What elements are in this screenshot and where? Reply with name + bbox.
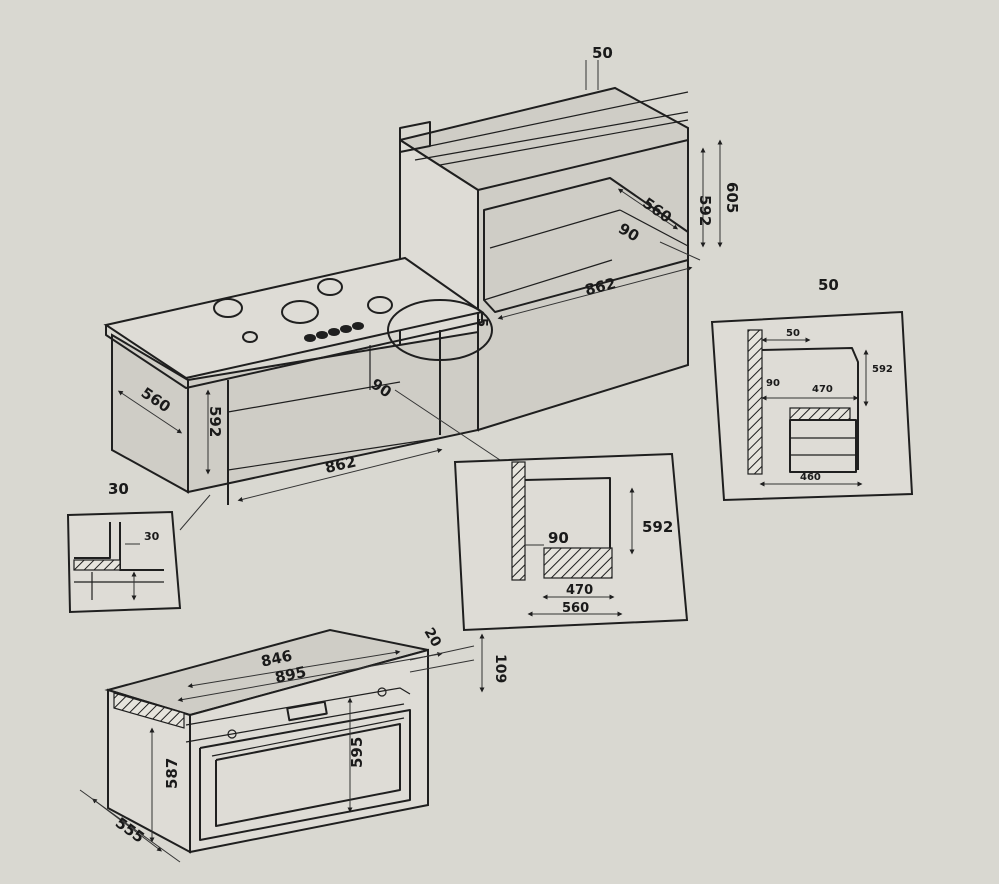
detail-center-height: 592 <box>642 518 673 536</box>
detail-right-base-depth: 460 <box>800 472 821 483</box>
detail-center-vent: 90 <box>548 529 569 547</box>
detail-center-oven-depth: 470 <box>566 583 593 598</box>
oven-body-height: 587 <box>163 758 181 789</box>
detail-right-oven-depth: 470 <box>812 384 833 395</box>
detail-center: 592 90 470 560 <box>453 452 689 632</box>
detail-right-height: 592 <box>872 364 893 375</box>
oven-cavity-height: 595 <box>348 737 366 768</box>
tall-top-gap: 50 <box>592 44 613 62</box>
base-cabinet <box>103 256 501 531</box>
tall-side-callout: 50 <box>818 276 839 294</box>
detail-right: 50 592 90 470 460 <box>710 310 914 502</box>
tall-height-inner: 592 <box>696 195 714 226</box>
oven-unit <box>79 628 485 863</box>
tall-height-outer: 605 <box>723 182 741 213</box>
detail-center-cabinet-depth: 560 <box>562 601 589 616</box>
side-gap-callout: 30 <box>108 480 129 498</box>
oven-panel-depth: 20 <box>421 625 445 650</box>
oven-panel-height: 109 <box>492 654 508 683</box>
hob-clearance: 5 <box>474 318 489 327</box>
detail-right-gap: 50 <box>786 328 800 339</box>
base-height: 592 <box>206 406 224 437</box>
detail-right-vent: 90 <box>766 378 780 389</box>
detail-left-gap: 30 <box>144 530 160 543</box>
detail-left: 30 <box>66 510 182 614</box>
